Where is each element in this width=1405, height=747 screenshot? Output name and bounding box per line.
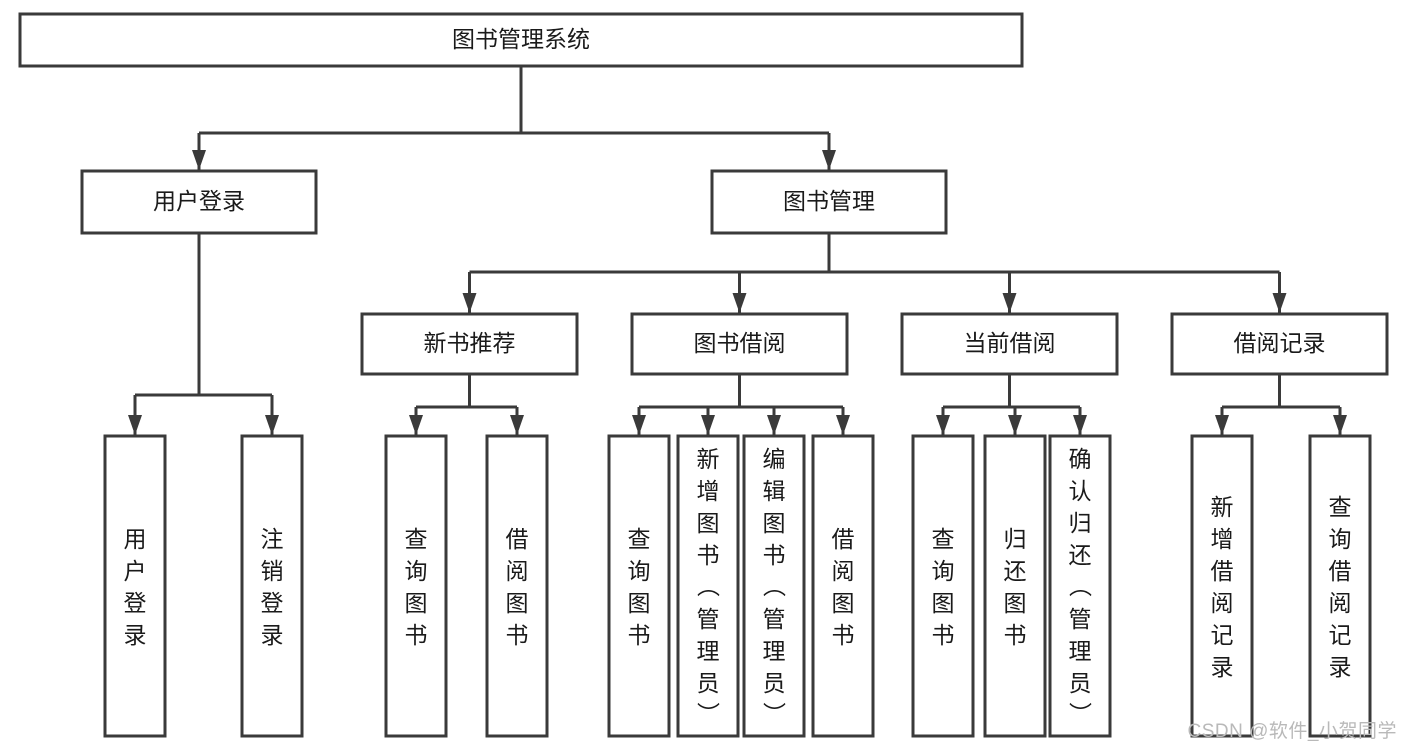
node-box[interactable] bbox=[384, 434, 448, 738]
arrow-head-icon bbox=[462, 293, 477, 313]
arrow-head-icon bbox=[1215, 415, 1229, 435]
node-leaf-3[interactable]: 借阅图书 bbox=[485, 434, 549, 738]
arrow-head-icon bbox=[1272, 293, 1287, 313]
arrow-head-icon bbox=[632, 415, 646, 435]
node-l3-0[interactable]: 新书推荐 bbox=[360, 312, 579, 376]
node-label: 查询借阅记录 bbox=[1329, 494, 1352, 680]
node-label: 新增图书（管理员） bbox=[697, 446, 721, 728]
node-leaf-1[interactable]: 注销登录 bbox=[240, 434, 304, 738]
node-box[interactable] bbox=[485, 434, 549, 738]
node-label: 用户登录 bbox=[153, 188, 245, 214]
node-leaf-4[interactable]: 查询图书 bbox=[607, 434, 671, 738]
arrow-head-icon bbox=[128, 415, 142, 435]
arrow-head-icon bbox=[767, 415, 781, 435]
node-label: 新书推荐 bbox=[424, 330, 516, 356]
node-box[interactable] bbox=[900, 312, 1119, 376]
node-box[interactable] bbox=[607, 434, 671, 738]
node-box[interactable] bbox=[983, 434, 1047, 738]
arrow-head-icon bbox=[701, 415, 715, 435]
node-label: 查询图书 bbox=[405, 526, 428, 648]
node-label: 查询图书 bbox=[932, 526, 955, 648]
node-leaf-11[interactable]: 新增借阅记录 bbox=[1190, 434, 1254, 738]
node-box[interactable] bbox=[710, 169, 948, 235]
node-leaf-0[interactable]: 用户登录 bbox=[103, 434, 167, 738]
node-box[interactable] bbox=[18, 12, 1024, 68]
node-leaf-8[interactable]: 查询图书 bbox=[911, 434, 975, 738]
node-label: 查询图书 bbox=[628, 526, 651, 648]
arrow-head-icon bbox=[409, 415, 423, 435]
arrow-head-icon bbox=[510, 415, 524, 435]
node-label: 图书管理系统 bbox=[452, 26, 590, 52]
node-label: 当前借阅 bbox=[964, 330, 1056, 356]
node-box[interactable] bbox=[103, 434, 167, 738]
node-box[interactable] bbox=[1048, 434, 1112, 738]
node-box[interactable] bbox=[911, 434, 975, 738]
node-leaf-5[interactable]: 新增图书（管理员） bbox=[676, 434, 740, 738]
node-label: 注销登录 bbox=[261, 526, 284, 648]
arrow-head-icon bbox=[1008, 415, 1022, 435]
node-box[interactable] bbox=[676, 434, 740, 738]
node-layer: 图书管理系统用户登录图书管理新书推荐图书借阅当前借阅借阅记录用户登录注销登录查询… bbox=[18, 12, 1389, 738]
node-l3-1[interactable]: 图书借阅 bbox=[630, 312, 849, 376]
node-label: 确认归还（管理员） bbox=[1069, 446, 1093, 728]
node-box[interactable] bbox=[360, 312, 579, 376]
node-l3-3[interactable]: 借阅记录 bbox=[1170, 312, 1389, 376]
node-l3-2[interactable]: 当前借阅 bbox=[900, 312, 1119, 376]
arrow-head-icon bbox=[192, 150, 206, 170]
node-l2-0[interactable]: 用户登录 bbox=[80, 169, 318, 235]
node-label: 借阅记录 bbox=[1234, 330, 1326, 356]
connector-layer bbox=[128, 66, 1347, 435]
arrow-head-icon bbox=[836, 415, 850, 435]
node-box[interactable] bbox=[80, 169, 318, 235]
node-leaf-6[interactable]: 编辑图书（管理员） bbox=[742, 434, 806, 738]
node-label: 编辑图书（管理员） bbox=[763, 446, 787, 728]
node-leaf-7[interactable]: 借阅图书 bbox=[811, 434, 875, 738]
node-l2-1[interactable]: 图书管理 bbox=[710, 169, 948, 235]
node-root[interactable]: 图书管理系统 bbox=[18, 12, 1024, 68]
arrow-head-icon bbox=[1002, 293, 1017, 313]
node-label: 归还图书 bbox=[1004, 526, 1027, 648]
node-box[interactable] bbox=[742, 434, 806, 738]
node-leaf-12[interactable]: 查询借阅记录 bbox=[1308, 434, 1372, 738]
node-box[interactable] bbox=[630, 312, 849, 376]
arrow-head-icon bbox=[936, 415, 950, 435]
node-label: 图书借阅 bbox=[694, 330, 786, 356]
node-label: 新增借阅记录 bbox=[1211, 494, 1234, 680]
node-box[interactable] bbox=[1308, 434, 1372, 738]
arrow-head-icon bbox=[822, 150, 836, 170]
node-label: 借阅图书 bbox=[506, 526, 529, 648]
node-label: 图书管理 bbox=[783, 188, 875, 214]
node-box[interactable] bbox=[1170, 312, 1389, 376]
arrow-head-icon bbox=[1073, 415, 1087, 435]
node-label: 借阅图书 bbox=[832, 526, 855, 648]
node-box[interactable] bbox=[1190, 434, 1254, 738]
node-box[interactable] bbox=[240, 434, 304, 738]
node-box[interactable] bbox=[811, 434, 875, 738]
node-leaf-10[interactable]: 确认归还（管理员） bbox=[1048, 434, 1112, 738]
arrow-head-icon bbox=[1333, 415, 1347, 435]
node-leaf-2[interactable]: 查询图书 bbox=[384, 434, 448, 738]
arrow-head-icon bbox=[732, 293, 747, 313]
arrow-head-icon bbox=[265, 415, 279, 435]
node-label: 用户登录 bbox=[124, 526, 147, 648]
node-leaf-9[interactable]: 归还图书 bbox=[983, 434, 1047, 738]
